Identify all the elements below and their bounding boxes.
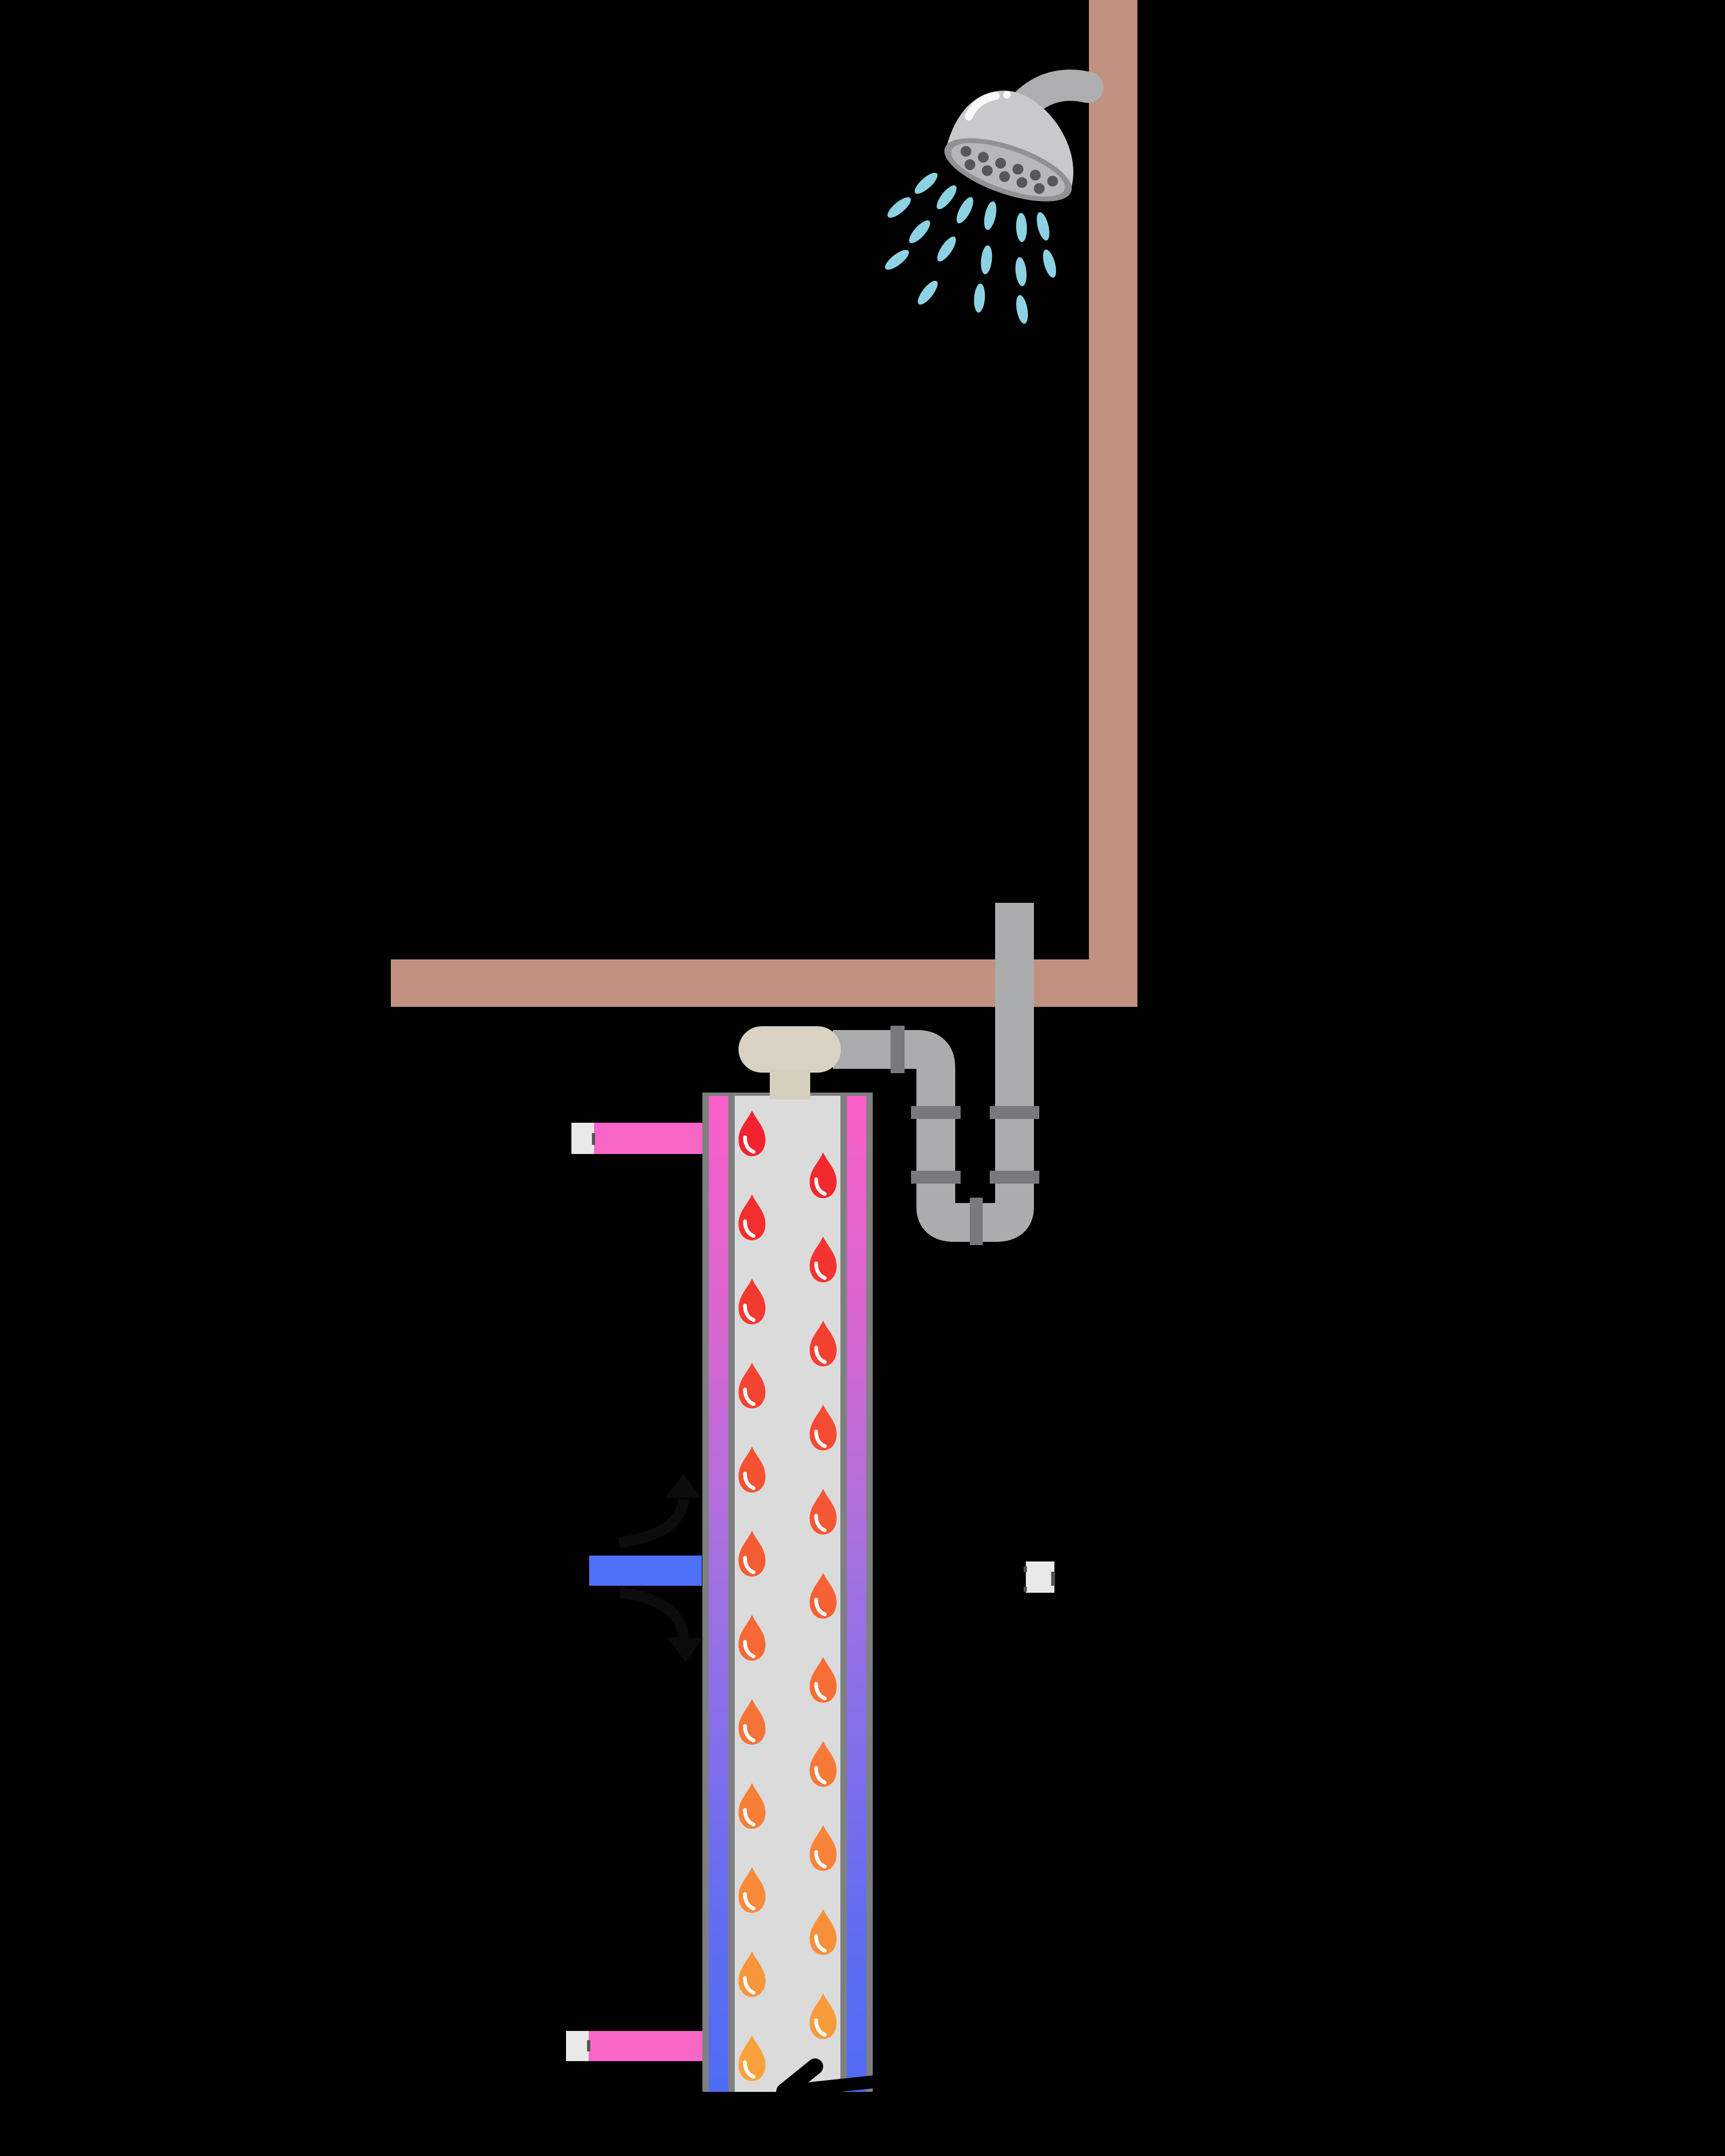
spray-drop-icon [974, 284, 985, 313]
chip-mark-icon [1051, 1572, 1055, 1586]
bottom-pink-pipe-joint [587, 2040, 590, 2051]
shower-head-assembly [944, 70, 1103, 202]
nozzle-dot-icon [995, 157, 1006, 169]
arrow-down-curve [619, 1587, 689, 1639]
dome-highlight-dot [1003, 91, 1011, 99]
spray-drop-icon [917, 280, 938, 305]
shower-face-plate [951, 143, 1065, 197]
nozzle-dot-icon [1030, 169, 1041, 181]
warm-outlet-pipe [594, 1123, 702, 1154]
pipe-coupling-band [891, 1026, 905, 1073]
nozzle-dot-icon [1012, 163, 1024, 175]
hx-right-wall [866, 1093, 873, 2092]
arrow-up-head-icon [665, 1474, 701, 1498]
small-chip [1026, 1561, 1054, 1593]
spray-drop-icon [885, 250, 909, 270]
nozzle-dot-icon [1016, 177, 1027, 188]
hx-top-cap [739, 1026, 841, 1073]
spray-drop-icon [981, 245, 992, 274]
spray-drop-icon [956, 197, 974, 224]
hx-left-wall [702, 1093, 709, 2092]
heat-exchanger-column [702, 1093, 873, 2092]
hx-top-cap-stem [770, 1070, 810, 1100]
arrow-up-curve [618, 1498, 689, 1548]
shower-spray [885, 172, 1057, 324]
shower-head [944, 91, 1074, 202]
dome-highlight [964, 92, 1000, 121]
pipe-coupling-band [990, 1171, 1039, 1184]
cold-inlet-pipe [589, 1556, 702, 1586]
pipe-coupling-band [970, 1198, 983, 1245]
nozzle-dot-icon [982, 165, 993, 176]
shower-dome [947, 91, 1074, 189]
spray-drop-icon [914, 172, 938, 194]
pipe-coupling-band [990, 1106, 1039, 1119]
nozzle-dot-icon [1047, 176, 1058, 187]
spray-drop-icon [1016, 213, 1027, 242]
shower-floor-pipe-horizontal [391, 959, 1137, 1007]
pipe-coupling-band [911, 1106, 961, 1119]
hx-left-coil-stripe [709, 1093, 728, 2092]
spray-drop-icon [909, 220, 930, 244]
chip-mark-icon [1024, 1566, 1027, 1572]
nozzle-dot-icon [978, 151, 989, 163]
hx-right-inner-wall [840, 1093, 847, 2092]
arrow-down-head-icon [667, 1637, 703, 1662]
bottom-pink-pipe-cap [566, 2031, 589, 2061]
shower-arm [993, 70, 1103, 144]
pipe-coupling-band [911, 1171, 961, 1184]
spray-drop-icon [1043, 249, 1057, 278]
spray-drop-icon [936, 185, 957, 210]
nozzle-dot-icon [964, 159, 976, 170]
spray-drop-icon [984, 201, 997, 230]
shower-wall-pipe-vertical [1089, 0, 1137, 1007]
hx-left-inner-wall [728, 1093, 735, 2092]
nozzle-dot-icon [1033, 183, 1045, 194]
bottom-pink-pipe [589, 2031, 702, 2061]
shower-face-ring [944, 138, 1072, 202]
hx-right-coil-stripe [847, 1093, 866, 2092]
spray-drop-icon [1037, 212, 1050, 241]
hx-drain-channel [735, 1093, 840, 2092]
chip-mark-icon [1024, 1587, 1027, 1592]
spray-drop-icon [887, 197, 911, 218]
spray-drop-icon [1015, 257, 1027, 286]
spray-drop-icon [937, 236, 956, 262]
warm-outlet-pipe-joint [592, 1133, 595, 1145]
spray-drop-icon [1016, 295, 1028, 324]
nozzle-dot-icon [960, 146, 971, 157]
warm-outlet-pipe-cap [571, 1123, 594, 1154]
nozzle-dot-icon [999, 171, 1010, 182]
